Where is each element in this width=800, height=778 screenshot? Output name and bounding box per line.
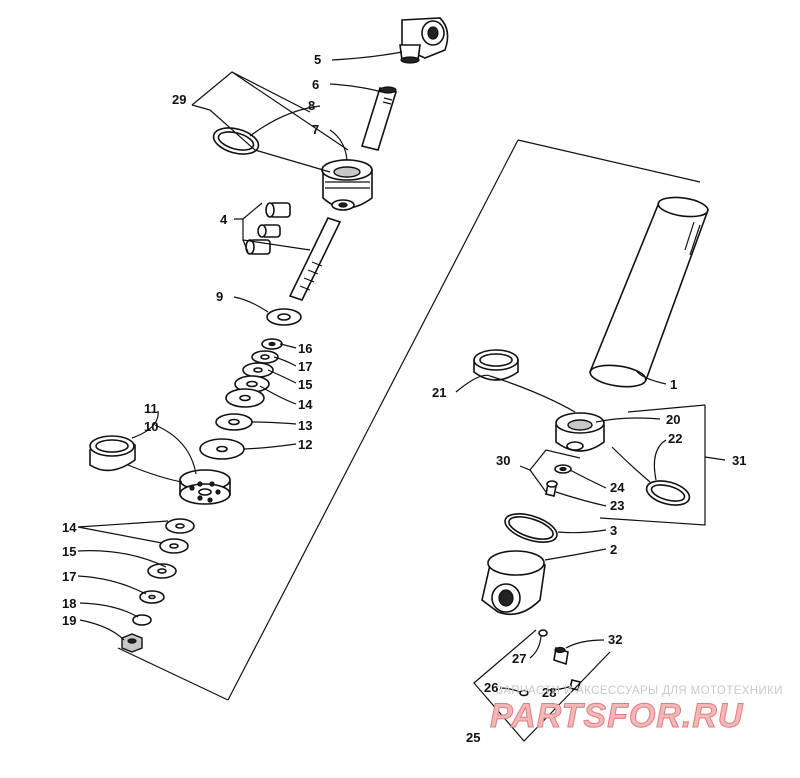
rod-part-6 (360, 86, 398, 151)
valve-parts-23-24 (545, 464, 572, 497)
callout-12: 12 (298, 437, 312, 452)
bearing-part-7 (321, 159, 373, 211)
callout-23: 23 (610, 498, 624, 513)
callout-9: 9 (216, 289, 223, 304)
callout-17a: 17 (298, 359, 312, 374)
callout-10: 10 (144, 419, 158, 434)
oring-part-3 (504, 513, 558, 543)
piston-part-10 (179, 469, 231, 505)
callout-14b: 14 (62, 520, 77, 535)
nut-part-19 (121, 633, 143, 653)
callout-15a: 15 (298, 377, 312, 392)
washer-part-9 (266, 308, 302, 326)
callout-7: 7 (312, 122, 319, 137)
ring-part-11 (89, 435, 136, 472)
lower-eye-part-2 (481, 550, 546, 616)
callout-25: 25 (466, 730, 480, 745)
callout-6: 6 (312, 77, 319, 92)
upper-eye-part-5 (399, 17, 449, 64)
callout-4: 4 (220, 212, 228, 227)
watermark: ЗАПЧАСТИ И АКСЕССУАРЫ ДЛЯ МОТОТЕХНИКИ PA… (490, 685, 783, 736)
callout-3: 3 (610, 523, 617, 538)
bracket-30 (519, 449, 581, 493)
callout-29: 29 (172, 92, 186, 107)
bracket-31 (599, 404, 726, 526)
fitting-parts-25 (519, 629, 581, 697)
ring-part-21 (473, 349, 519, 381)
callout-22: 22 (668, 431, 682, 446)
watermark-tagline: ЗАПЧАСТИ И АКСЕССУАРЫ ДЛЯ МОТОТЕХНИКИ (496, 685, 783, 697)
washer-stack-16-15 (225, 338, 283, 408)
callout-11: 11 (144, 401, 158, 416)
callout-32: 32 (608, 632, 622, 647)
callout-17b: 17 (62, 569, 76, 584)
callout-24: 24 (610, 480, 625, 495)
callout-27: 27 (512, 651, 526, 666)
callout-2: 2 (610, 542, 617, 557)
callout-1: 1 (670, 377, 677, 392)
leader-lines (77, 51, 667, 693)
cap-part-20 (555, 412, 605, 452)
callout-8: 8 (308, 98, 315, 113)
callout-21: 21 (432, 385, 446, 400)
piston-shaft (288, 217, 342, 301)
washer-part-13 (215, 413, 253, 431)
callout-20: 20 (666, 412, 680, 427)
bracket-4 (234, 202, 311, 253)
lower-washers (132, 518, 195, 626)
assembly-outline (117, 139, 701, 701)
callout-13: 13 (298, 418, 312, 433)
callout-31: 31 (732, 453, 746, 468)
callout-15b: 15 (62, 544, 76, 559)
bracket-29 (191, 71, 349, 173)
callout-5: 5 (314, 52, 321, 67)
cylinder-tube-part-1 (588, 196, 710, 388)
watermark-brand: PARTSFOR.RU (490, 697, 744, 735)
callout-19: 19 (62, 613, 76, 628)
ring-part-22 (645, 480, 691, 506)
callout-30: 30 (496, 453, 510, 468)
bushings-part-4 (245, 202, 291, 255)
callout-14a: 14 (298, 397, 313, 412)
washer-part-12 (199, 438, 245, 460)
callout-28: 28 (542, 685, 556, 700)
ring-part-8 (212, 127, 260, 155)
group-25-bracket (473, 629, 611, 742)
callout-labels: 5 6 29 8 7 4 9 16 17 15 14 11 10 13 12 1… (62, 52, 746, 745)
callout-18: 18 (62, 596, 76, 611)
callout-26: 26 (484, 680, 498, 695)
callout-16: 16 (298, 341, 312, 356)
